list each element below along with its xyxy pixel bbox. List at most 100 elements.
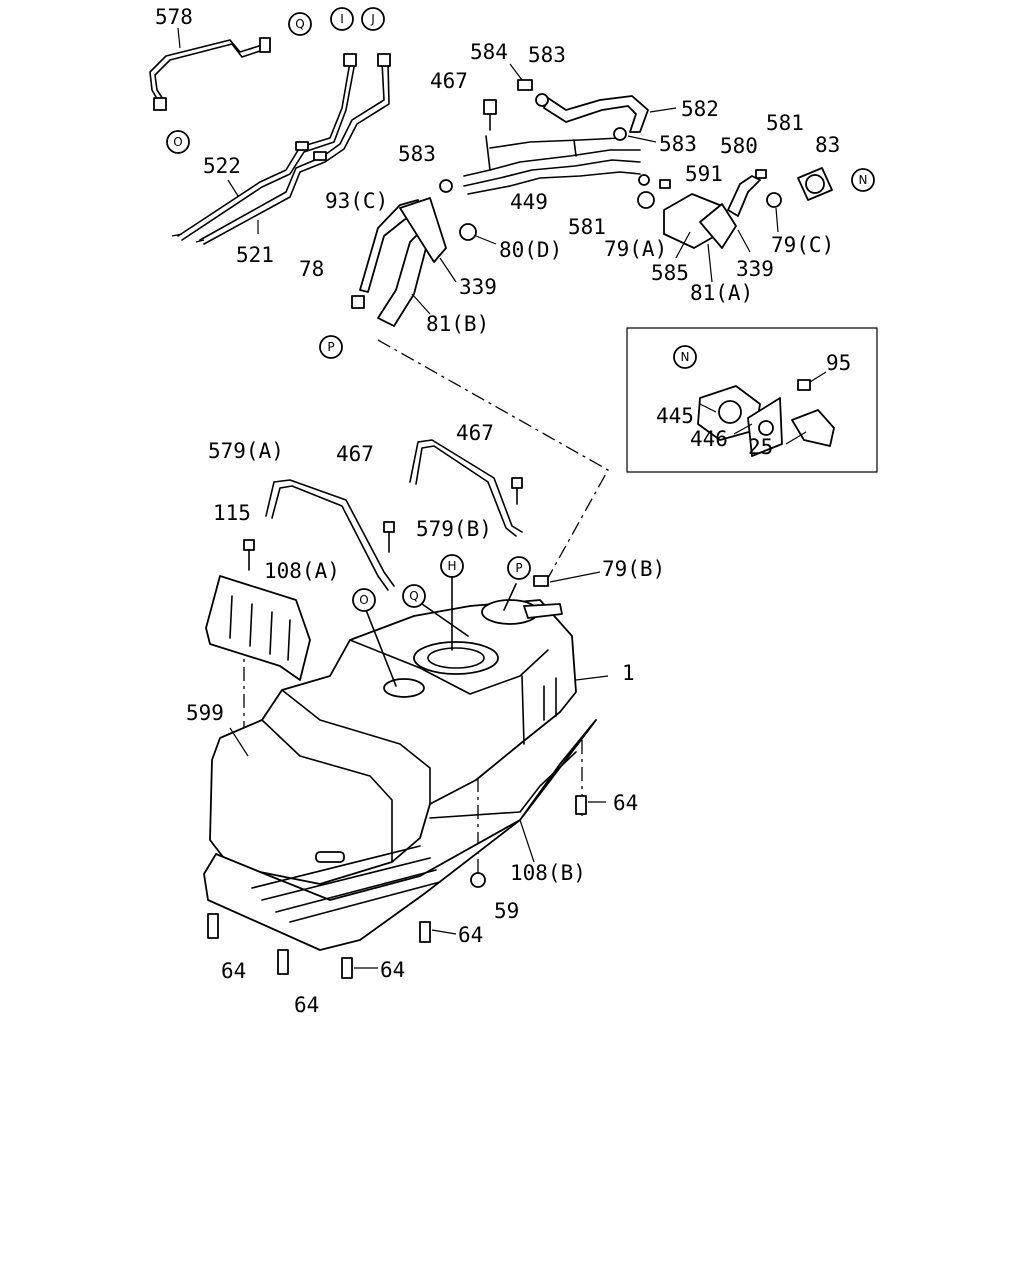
connector-P-top: P [319,335,343,359]
connector-label: H [447,559,456,573]
connector-O-tank: O [352,588,376,612]
sender-opening-O [383,678,425,698]
part-label: 521 [236,243,274,267]
leader-599 [229,727,249,757]
connector-label: O [173,135,182,149]
part-label: 78 [299,257,324,281]
pipe-521-b [203,61,390,245]
leader-522 [227,179,239,197]
bolt-64-left [207,913,219,939]
bolt-64-right [575,795,587,815]
leader-446 [733,423,753,435]
part-label: 582 [681,97,719,121]
part-label: 584 [470,40,508,64]
cap-25 [791,409,835,447]
clamp-581-left [638,174,650,186]
leader-79c [775,207,779,233]
part-label: 79(B) [602,557,665,581]
heat-shield-108a [205,575,311,681]
bolt-467-top [483,99,497,115]
fitting-I [343,53,357,67]
pump-opening-H-inner [427,647,485,669]
fitting-591 [659,179,671,189]
part-label: 581 [568,215,606,239]
part-label: 81(B) [426,312,489,336]
part-label: 578 [155,5,193,29]
part-label: 467 [430,69,468,93]
part-label: 64 [458,923,483,947]
fitting-578-top [259,37,271,53]
leader-80d [475,235,497,245]
fuel-tank-group [209,575,577,885]
fitting-584 [517,79,533,91]
fitting-J [377,53,391,67]
plate-446-hole [758,420,774,436]
strap-579b [409,439,523,533]
part-label: 522 [203,154,241,178]
clamp-79c [766,192,782,208]
bracket-339-right [699,203,737,249]
leader-81a [707,243,713,283]
leader-578 [177,27,181,49]
bolt-64-center [341,957,353,979]
connector-label: O [359,593,368,607]
line-to-O [365,609,397,687]
tank-ridge-c [261,719,393,863]
leader-585 [675,231,691,259]
part-label: 585 [651,261,689,285]
bracket-339-left [399,197,447,263]
connector-label: J [370,12,375,26]
clamp-79a [637,191,655,209]
part-label: 79(A) [604,237,667,261]
part-label: 108(A) [264,559,340,583]
nut-583-left [439,179,453,193]
part-label: 64 [380,958,405,982]
hose-582 [543,95,649,133]
filler-port-79b [523,603,563,619]
part-labels: 578 584 583 467 582 583 583 581 580 83 5… [155,5,851,1017]
part-label: 449 [510,190,548,214]
part-label: 583 [659,132,697,156]
part-label: 580 [720,134,758,158]
leader-95 [809,371,827,383]
part-label: 583 [528,43,566,67]
connector-label: Q [409,589,418,603]
nut-59 [470,872,486,888]
filler-neck-group [351,79,833,327]
pipe-449-mid [463,159,641,187]
fuel-lines-group [149,37,391,245]
leader-582 [649,107,677,113]
connector-Q-top: Q [288,12,312,36]
part-label: 81(A) [690,281,753,305]
part-label: 583 [398,142,436,166]
straps-group [243,439,523,591]
fitting-578-bottom [153,97,167,111]
part-label: 339 [736,257,774,281]
part-label: 467 [336,442,374,466]
part-label: 579(A) [208,439,284,463]
tank-ridge-d [521,675,525,745]
shield-108a-body [205,575,311,681]
strap-579a [265,479,395,587]
clamp-80d [459,223,477,241]
clip-521 [313,151,327,161]
leader-339-right [737,229,751,253]
tank-ridge-a [281,689,431,805]
pipe-578-inner [154,43,264,103]
tank-side-lines [543,677,557,721]
bolt-467-strap-b [511,477,523,489]
leader-583-right [627,135,657,143]
fitting-78 [351,295,365,309]
part-label: 64 [613,791,638,815]
tick-522 [171,233,183,237]
part-label: 339 [459,275,497,299]
skid-plate-599 [203,719,597,951]
gasket-445-hole [718,400,742,424]
part-label: 445 [656,404,694,428]
leader-25 [785,431,807,445]
connector-P-tank: P [507,556,531,580]
connector-label: P [515,561,522,575]
pipe-521 [199,61,385,241]
leader-1 [575,675,609,681]
